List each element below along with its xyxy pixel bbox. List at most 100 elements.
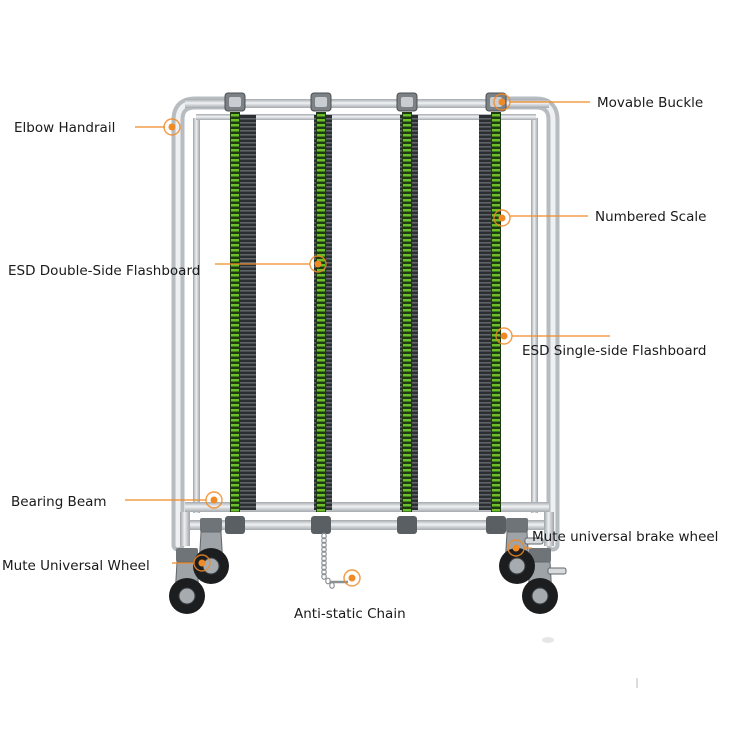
scale-tick <box>231 249 239 252</box>
rib-line <box>479 182 495 184</box>
rib-line <box>479 206 495 208</box>
right-back-wheel <box>499 518 544 584</box>
rib-line <box>240 262 256 264</box>
scale-tick <box>492 229 500 232</box>
rib-line <box>240 498 256 500</box>
rib-line <box>240 422 256 424</box>
rib-line <box>240 130 256 132</box>
scale-tick <box>403 209 411 212</box>
bottom-clamp <box>225 516 245 534</box>
rib-line <box>240 182 256 184</box>
scale-tick <box>231 244 239 247</box>
scale-tick <box>231 304 239 307</box>
buckle-face <box>229 97 241 107</box>
scale-tick <box>403 369 411 372</box>
scale-tick <box>403 474 411 477</box>
rib-line <box>240 426 256 428</box>
label-esd-single-side-flashboard: ESD Single-side Flashboard <box>522 343 707 359</box>
callout-mute-universal-wheel <box>172 554 211 572</box>
scale-tick <box>231 414 239 417</box>
scale-tick <box>231 389 239 392</box>
rib-line <box>479 286 495 288</box>
scale-tick <box>317 389 325 392</box>
rib-line <box>240 178 256 180</box>
scale-tick <box>403 374 411 377</box>
scale-tick <box>317 454 325 457</box>
bottom-clamp <box>311 516 331 534</box>
callout-mute-universal-brake-wheel <box>507 539 532 557</box>
rib-line <box>240 270 256 272</box>
rib-line <box>479 150 495 152</box>
scale-tick <box>492 224 500 227</box>
scale-tick <box>231 139 239 142</box>
rib-line <box>240 358 256 360</box>
marker-dot <box>314 260 322 268</box>
rib-line <box>240 350 256 352</box>
rib-line <box>240 502 256 504</box>
scale-tick <box>492 324 500 327</box>
scale-tick <box>317 349 325 352</box>
scale-tick <box>403 329 411 332</box>
rib-line <box>240 218 256 220</box>
scale-tick <box>317 119 325 122</box>
scale-tick <box>317 274 325 277</box>
marker-dot <box>498 98 506 106</box>
rib-line <box>240 402 256 404</box>
scale-tick <box>231 434 239 437</box>
scale-tick <box>403 229 411 232</box>
rib-line <box>479 162 495 164</box>
scale-tick <box>231 404 239 407</box>
scale-tick <box>231 504 239 507</box>
scale-tick <box>492 329 500 332</box>
rib-line <box>240 338 256 340</box>
label-mute-universal-wheel: Mute Universal Wheel <box>2 558 150 574</box>
rib-line <box>479 222 495 224</box>
brake-pedal <box>547 567 567 575</box>
scale-tick <box>403 459 411 462</box>
scale-tick <box>317 484 325 487</box>
scale-tick <box>403 299 411 302</box>
rib-line <box>240 142 256 144</box>
scale-tick <box>403 399 411 402</box>
scale-tick <box>231 444 239 447</box>
chain-link <box>321 568 327 576</box>
scale-tick <box>403 444 411 447</box>
rib-line <box>240 390 256 392</box>
scale-tick <box>231 359 239 362</box>
bearing-beam-back <box>185 502 549 512</box>
rib-line <box>240 450 256 452</box>
left-handrail-highlight <box>175 100 239 548</box>
scale-tick <box>317 159 325 162</box>
rib-line <box>479 214 495 216</box>
rib-line <box>240 254 256 256</box>
scale-tick <box>317 164 325 167</box>
rib-line <box>240 258 256 260</box>
rib-line <box>479 242 495 244</box>
rib-line <box>240 174 256 176</box>
rib-line <box>240 162 256 164</box>
scale-tick <box>492 499 500 502</box>
rib-line <box>479 194 495 196</box>
marker-ring <box>507 539 525 557</box>
rib-line <box>240 198 256 200</box>
left-inner-upright <box>193 118 200 513</box>
scale-tick <box>403 504 411 507</box>
scale-tick <box>403 164 411 167</box>
scale-tick <box>231 154 239 157</box>
callout-numbered-scale <box>493 209 588 227</box>
scale-tick <box>317 309 325 312</box>
callout-elbow-handrail <box>135 118 181 136</box>
rib-line <box>240 466 256 468</box>
scale-tick <box>403 439 411 442</box>
scale-tick <box>231 439 239 442</box>
rib-line <box>240 326 256 328</box>
scale-tick <box>492 304 500 307</box>
rib-line <box>240 146 256 148</box>
scale-tick <box>231 119 239 122</box>
rib-line <box>240 374 256 376</box>
scale-tick <box>492 269 500 272</box>
rib-line <box>479 282 495 284</box>
scale-tick <box>403 259 411 262</box>
scale-tick <box>317 154 325 157</box>
scale-tick <box>317 419 325 422</box>
